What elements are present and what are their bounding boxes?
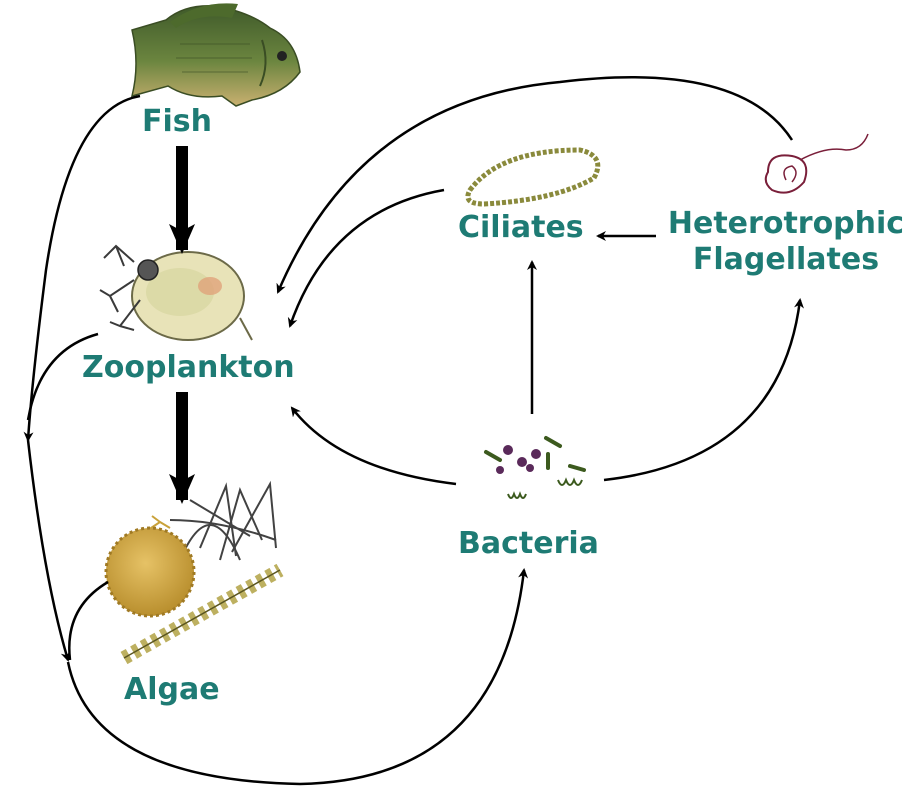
label-zooplankton: Zooplankton xyxy=(82,350,295,386)
arrow-bacteria-to-flagellates xyxy=(604,300,800,480)
label-heterotrophic: Heterotrophic xyxy=(660,206,912,242)
arrow-bacteria-to-zooplankton xyxy=(292,408,456,484)
fish-icon xyxy=(132,3,300,106)
label-heterotrophic-flagellates: Heterotrophic Flagellates xyxy=(660,206,912,278)
label-ciliates: Ciliates xyxy=(458,210,584,246)
algae-icon xyxy=(106,484,280,658)
arrow-fish-left-loop xyxy=(28,96,140,440)
flagellate-icon xyxy=(766,134,868,193)
label-fish: Fish xyxy=(142,104,212,140)
label-bacteria: Bacteria xyxy=(458,526,599,562)
zooplankton-icon xyxy=(100,246,252,340)
ciliate-icon xyxy=(468,150,598,204)
arrow-left-continue xyxy=(28,440,68,660)
arrow-algae-left xyxy=(69,582,108,660)
label-flagellates: Flagellates xyxy=(660,242,912,278)
label-algae: Algae xyxy=(124,672,220,708)
arrow-ciliates-to-zooplankton xyxy=(290,190,444,326)
bacteria-icon xyxy=(486,438,584,498)
